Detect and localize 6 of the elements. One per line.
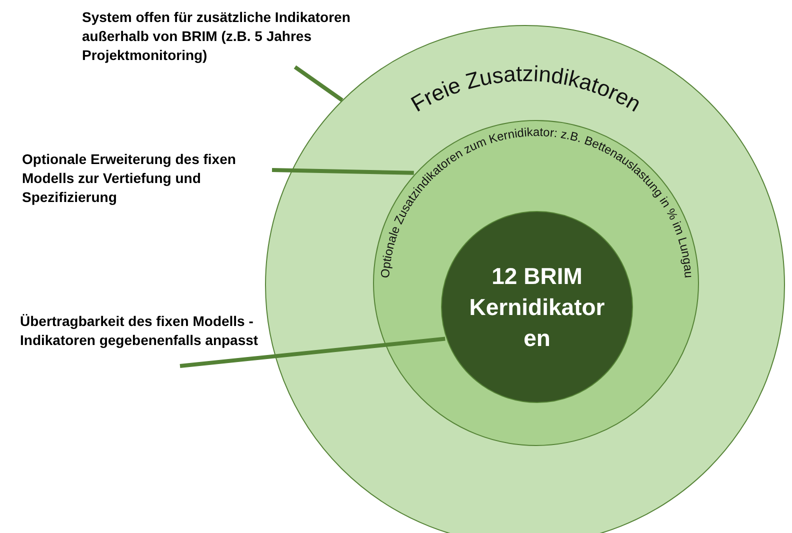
leader-line (294, 65, 344, 102)
annotation-text: System offen für zusätzliche Indikatoren außerhalb von BRIM (z.B. 5 Jahres Projektmonitoring) (82, 8, 352, 65)
annotation-text: Optionale Erweiterung des fixen Modells zur Vertiefung und Spezifizierung (22, 150, 272, 207)
leader-line (180, 336, 446, 368)
annotation-text: Übertragbarkeit des fixen Modells - Indikatoren gegebenenfalls anpasst (20, 312, 300, 350)
core-label: 12 BRIM Kernidikator en (468, 262, 606, 352)
